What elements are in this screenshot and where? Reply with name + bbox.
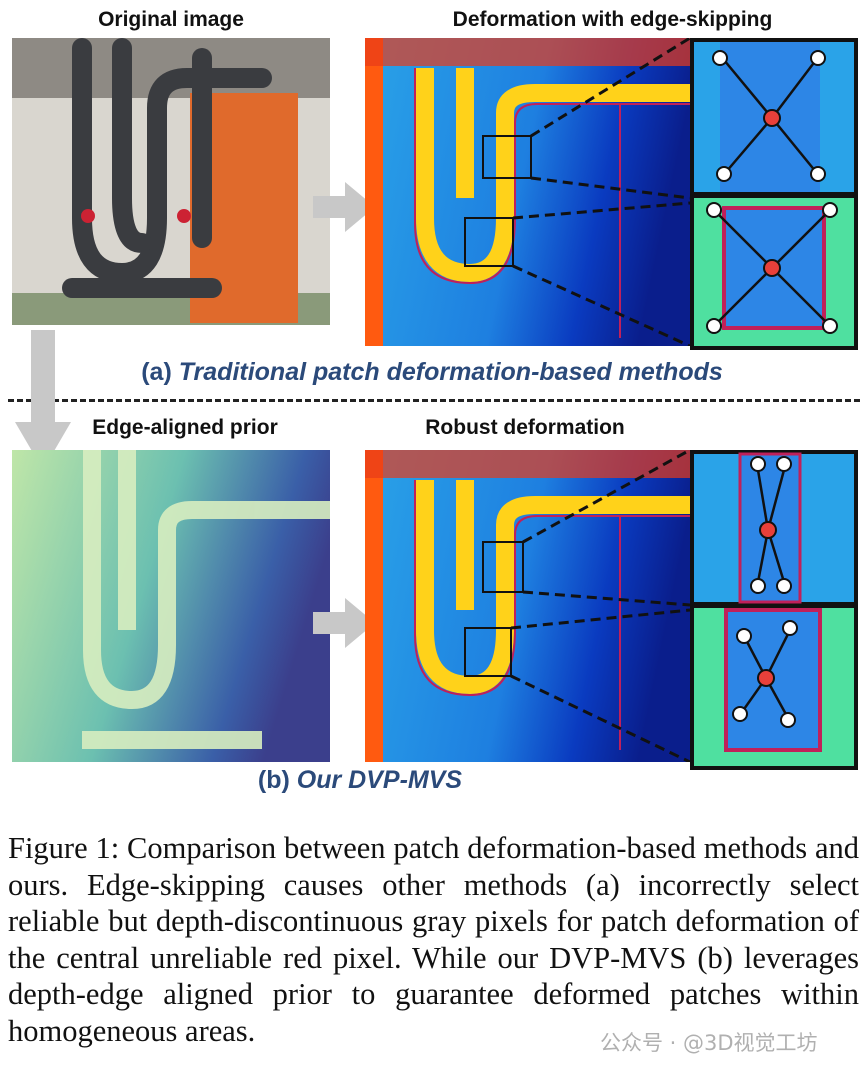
edge-skipping-label: Deformation with edge-skipping	[452, 8, 773, 31]
subcaption-a-prefix: (a)	[141, 358, 179, 386]
deformation-depth-map	[365, 38, 690, 346]
down-arrow-icon	[15, 330, 71, 470]
original-image	[12, 38, 330, 325]
section-divider	[8, 399, 860, 402]
subcaption-b-text: Our DVP-MVS	[296, 766, 463, 794]
original-image-label: Original image	[98, 8, 244, 31]
edge-aligned-prior-image	[12, 450, 330, 762]
edge-aligned-prior-label: Edge-aligned prior	[92, 416, 278, 439]
right-arrow-icon	[313, 182, 375, 232]
robust-deformation-depth-map	[365, 450, 690, 762]
subcaption-b-prefix: (b)	[257, 766, 297, 794]
zoom-panel-top-a	[690, 38, 858, 350]
figure-caption: Figure 1: Comparison between patch defor…	[8, 831, 859, 1048]
right-arrow-icon	[313, 598, 375, 648]
subcaption-a: (a) Traditional patch deformation-based …	[12, 358, 852, 387]
subcaption-b: (b) Our DVP-MVS	[40, 766, 680, 795]
watermark: 公众号 · @3D视觉工坊	[600, 1031, 818, 1055]
subcaption-a-text: Traditional patch deformation-based meth…	[178, 358, 723, 386]
zoom-panel-bottom-b	[690, 450, 858, 770]
robust-deformation-label: Robust deformation	[425, 416, 625, 439]
